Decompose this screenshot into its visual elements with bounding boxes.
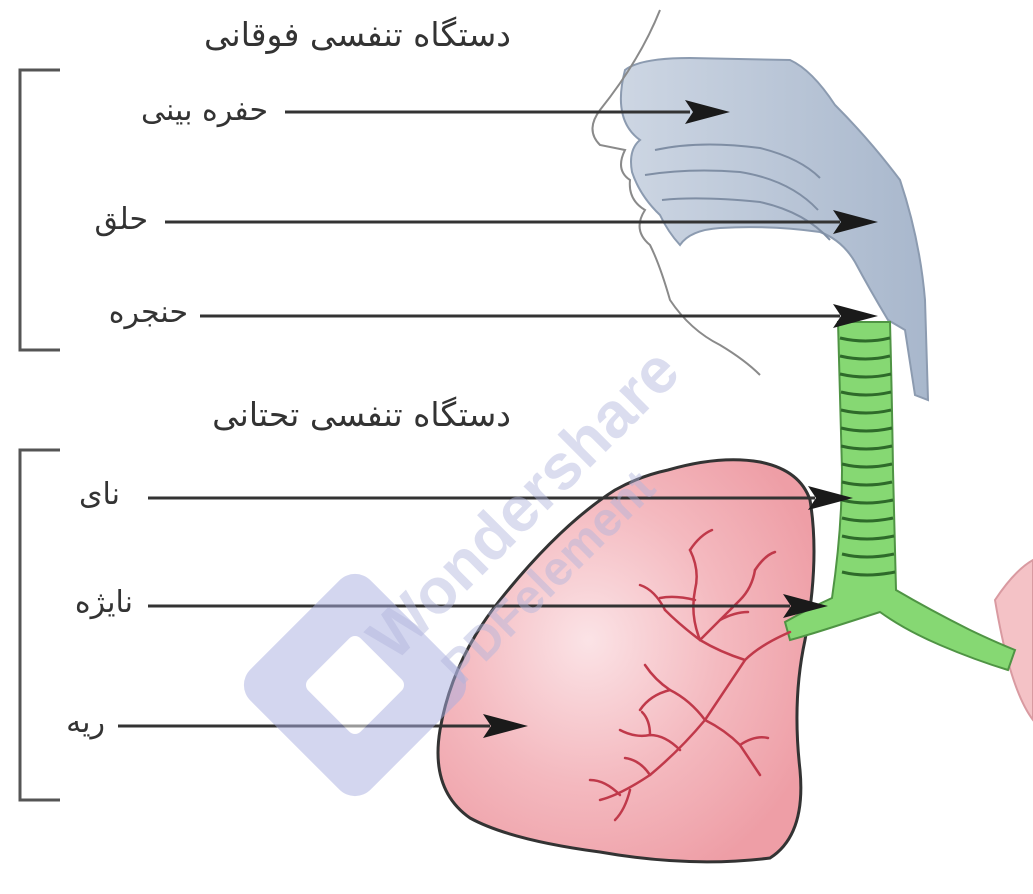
lower-group-bracket (20, 450, 60, 800)
trachea-label: نای (79, 480, 120, 510)
upper-respiratory-group-label: دستگاه تنفسی فوقانی (204, 18, 511, 51)
upper-group-bracket (20, 70, 60, 350)
nasal-cavity-label: حفره بینی (141, 96, 268, 126)
right-lung-edge (995, 560, 1033, 720)
pharynx-label: حلق (95, 205, 149, 235)
lower-respiratory-group-label: دستگاه تنفسی تحتانی (212, 398, 511, 431)
bronchus-label: نایژه (75, 588, 133, 618)
larynx-label: حنجره (109, 298, 188, 328)
lung-label: ریه (66, 708, 105, 738)
